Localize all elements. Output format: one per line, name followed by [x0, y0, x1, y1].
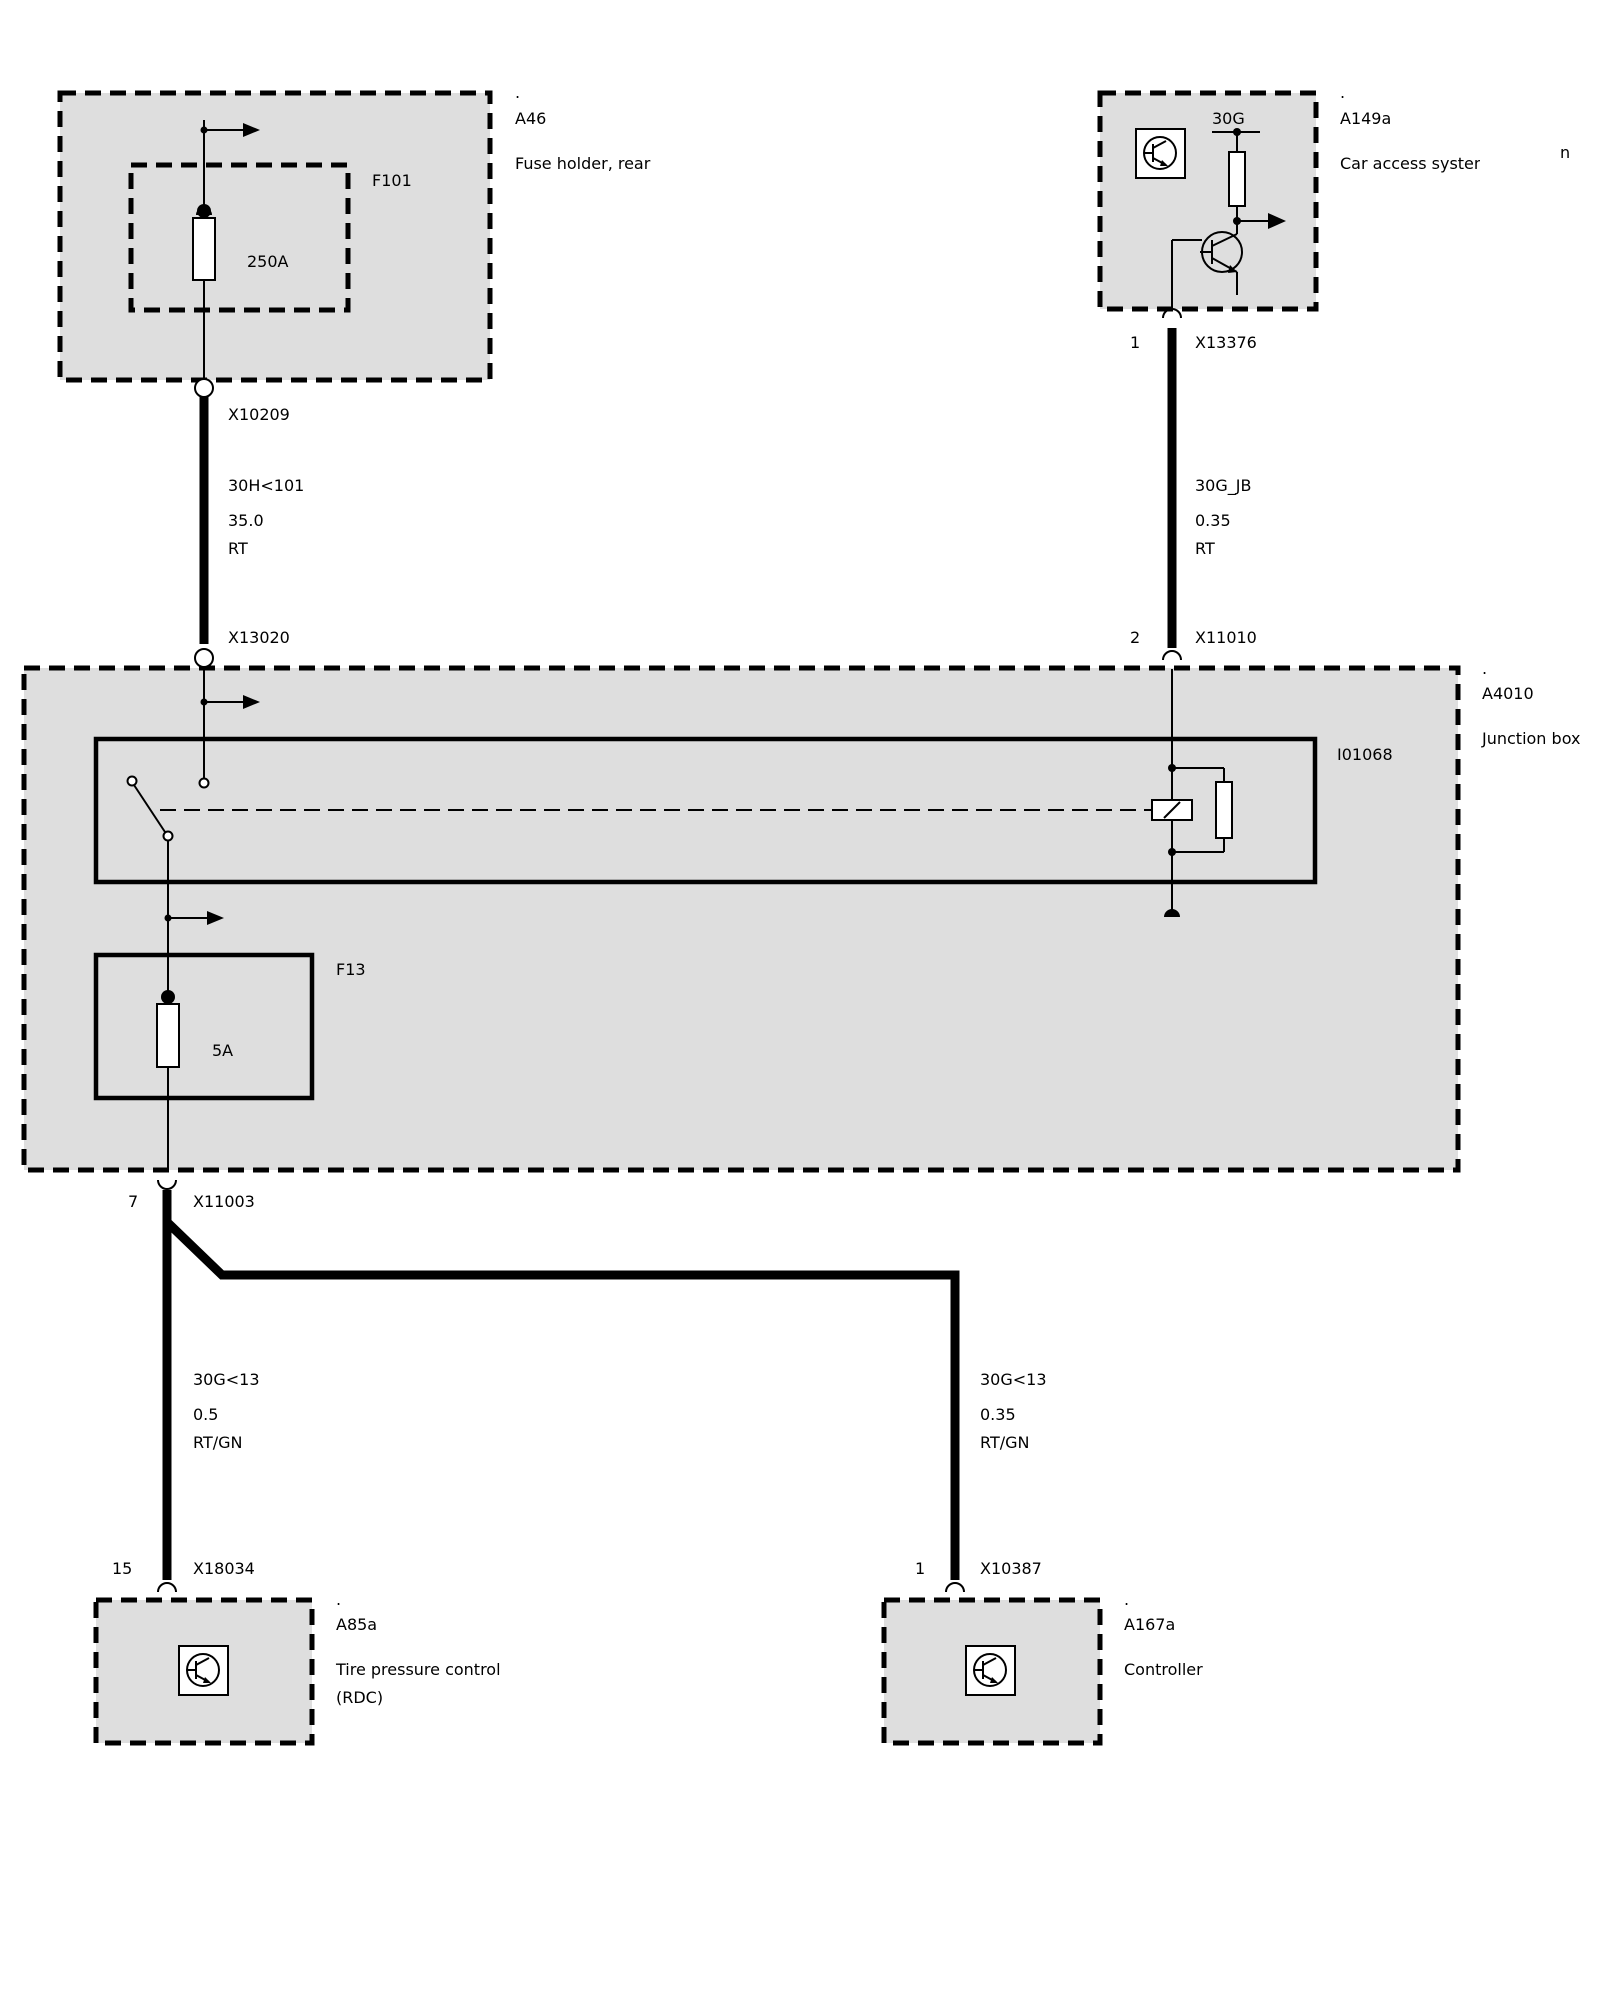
a85a-id-label: A85a: [336, 1615, 377, 1634]
x13020-label: X13020: [228, 628, 290, 647]
w3-signal-label: 30G<13: [193, 1370, 260, 1389]
x10387-pin-label: 1: [915, 1559, 925, 1578]
a149a-resistor-symbol: [1228, 151, 1246, 207]
f13-id-label: F13: [336, 960, 366, 979]
x18034-label: X18034: [193, 1559, 255, 1578]
x11010-pin-label: 2: [1130, 628, 1140, 647]
a4010-internal-circuit: [126, 667, 1233, 1170]
wire-30g13-controller: [163, 1218, 960, 1580]
a149a-internal-circuit: [1135, 128, 1286, 309]
a85a-ecu-icon: [178, 1645, 229, 1696]
a149a-stray-glyph: n: [1560, 143, 1570, 162]
x10209-label: X10209: [228, 405, 290, 424]
x13376-connector: [1162, 308, 1182, 319]
x11003-pin-label: 7: [128, 1192, 138, 1211]
f13-fuse-symbol: [156, 1003, 180, 1068]
x11010-label: X11010: [1195, 628, 1257, 647]
x13376-label: X13376: [1195, 333, 1257, 352]
a85a-name-line2: (RDC): [336, 1688, 383, 1707]
a46-name-label: Fuse holder, rear: [515, 154, 651, 173]
a85a-tire-pressure-box: [93, 1597, 315, 1746]
w4-gauge-label: 0.35: [980, 1405, 1016, 1424]
ground-symbol: [1164, 909, 1180, 917]
w1-signal-label: 30H<101: [228, 476, 304, 495]
w1-color-label: RT: [228, 539, 248, 558]
a4010-id-label: A4010: [1482, 684, 1534, 703]
x11003-connector: [157, 1179, 177, 1190]
x18034-connector: [157, 1582, 177, 1593]
i01068-id-label: I01068: [1337, 745, 1393, 764]
a85a-name-line1: Tire pressure control: [335, 1660, 501, 1679]
a167a-ecu-icon: [965, 1645, 1016, 1696]
a149a-dot: .: [1340, 83, 1345, 102]
w2-color-label: RT: [1195, 539, 1215, 558]
f13-fuse-box: [93, 952, 315, 1101]
x11003-label: X11003: [193, 1192, 255, 1211]
x18034-pin-label: 15: [112, 1559, 132, 1578]
a46-fuse-holder-box: [57, 90, 493, 383]
relay-diode-resistor: [1215, 781, 1233, 839]
x10387-label: X10387: [980, 1559, 1042, 1578]
a167a-dot: .: [1124, 1590, 1129, 1609]
a4010-name-label: Junction box: [1481, 729, 1580, 748]
a167a-name-label: Controller: [1124, 1660, 1203, 1679]
w3-color-label: RT/GN: [193, 1433, 242, 1452]
a46-id-label: A46: [515, 109, 546, 128]
a4010-dot: .: [1482, 659, 1487, 678]
w2-signal-label: 30G_JB: [1195, 476, 1251, 496]
f101-id-label: F101: [372, 171, 412, 190]
x13020-connector: [194, 648, 214, 668]
x13376-pin-label: 1: [1130, 333, 1140, 352]
f101-fuse-box: [128, 162, 351, 313]
w2-gauge-label: 0.35: [1195, 511, 1231, 530]
a149a-id-label: A149a: [1340, 109, 1391, 128]
w1-gauge-label: 35.0: [228, 511, 264, 530]
connector-symbols: [157, 308, 1182, 1593]
x10209-connector: [194, 378, 214, 398]
a46-dot: .: [515, 83, 520, 102]
w3-gauge-label: 0.5: [193, 1405, 218, 1424]
a149a-car-access-box: [1097, 90, 1319, 312]
a46-internal-circuit: [192, 120, 260, 380]
w4-signal-label: 30G<13: [980, 1370, 1047, 1389]
f101-fuse-symbol: [192, 217, 216, 281]
w4-color-label: RT/GN: [980, 1433, 1029, 1452]
a167a-id-label: A167a: [1124, 1615, 1175, 1634]
f13-rating-label: 5A: [212, 1041, 233, 1060]
harness-wires: [162, 328, 1177, 1580]
a149a-name-label: Car access system: [1340, 154, 1489, 173]
f101-rating-label: 250A: [247, 252, 289, 271]
a85a-dot: .: [336, 1590, 341, 1609]
a149a-name-mask: [1480, 148, 1560, 176]
a149a-terminal-label: 30G: [1212, 109, 1245, 128]
x11010-connector: [1162, 650, 1182, 661]
x10387-connector: [945, 1582, 965, 1593]
relay-switch-contact: [126, 775, 138, 787]
